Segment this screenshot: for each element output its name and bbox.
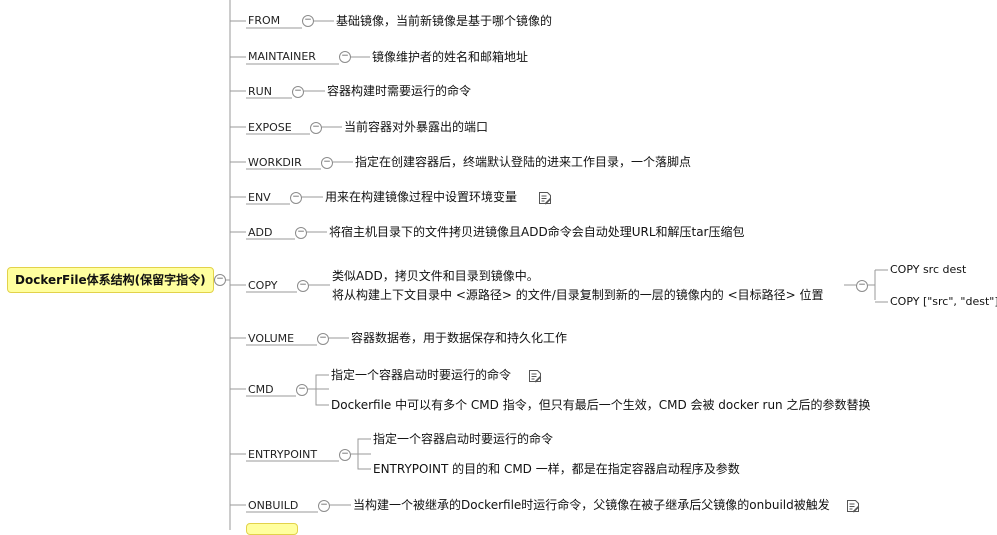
topic-run[interactable]: RUN: [248, 85, 272, 98]
topic-env[interactable]: ENV: [248, 191, 271, 204]
desc-run: 容器构建时需要运行的命令: [327, 84, 472, 98]
topic-add[interactable]: ADD: [248, 226, 273, 239]
topic-volume[interactable]: VOLUME: [248, 332, 295, 345]
collapse-toggle-icon[interactable]: −: [317, 333, 329, 345]
entrypoint-sub-link: [357, 454, 371, 470]
collapse-toggle-icon[interactable]: −: [856, 280, 868, 292]
collapse-toggle-icon[interactable]: −: [339, 51, 351, 63]
desc-cmd-2[interactable]: Dockerfile 中可以有多个 CMD 指令，但只有最后一个生效，CMD 会…: [331, 398, 871, 412]
next-topic-partial[interactable]: [246, 523, 298, 535]
desc-volume: 容器数据卷，用于数据保存和持久化工作: [351, 331, 568, 345]
topic-copy[interactable]: COPY: [248, 279, 278, 292]
note-icon[interactable]: [528, 369, 542, 383]
topic-expose[interactable]: EXPOSE: [248, 121, 292, 134]
desc-expose: 当前容器对外暴露出的端口: [344, 120, 489, 134]
desc-copy-line-2: 将从构建上下文目录中 <源路径> 的文件/目录复制到新的一层的镜像内的 <目标路…: [332, 288, 824, 302]
desc-from: 基础镜像，当前新镜像是基于哪个镜像的: [336, 14, 553, 28]
collapse-toggle-icon[interactable]: −: [302, 15, 314, 27]
topic-from[interactable]: FROM: [248, 14, 281, 27]
topic-entrypoint[interactable]: ENTRYPOINT: [248, 448, 318, 461]
root-topic[interactable]: DockerFile体系结构(保留字指令): [7, 267, 214, 293]
collapse-toggle-icon[interactable]: −: [296, 384, 308, 396]
topic-cmd[interactable]: CMD: [248, 383, 274, 396]
desc-workdir: 指定在创建容器后，终端默认登陆的进来工作目录，一个落脚点: [355, 155, 692, 169]
desc-cmd-1[interactable]: 指定一个容器启动时要运行的命令: [331, 368, 512, 382]
note-icon[interactable]: [846, 499, 860, 513]
desc-copy-line-1: 类似ADD，拷贝文件和目录到镜像中。: [332, 269, 539, 283]
desc-env: 用来在构建镜像过程中设置环境变量: [325, 190, 518, 204]
collapse-toggle-icon[interactable]: −: [318, 500, 330, 512]
collapse-toggle-icon[interactable]: −: [292, 86, 304, 98]
desc-entrypoint-2[interactable]: ENTRYPOINT 的目的和 CMD 一样，都是在指定容器启动程序及参数: [373, 462, 740, 476]
topic-onbuild[interactable]: ONBUILD: [248, 499, 299, 512]
desc-add: 将宿主机目录下的文件拷贝进镜像且ADD命令会自动处理URL和解压tar压缩包: [329, 225, 745, 239]
collapse-toggle-icon[interactable]: −: [297, 280, 309, 292]
copy-syntax-1[interactable]: COPY src dest: [890, 263, 967, 276]
copy-syntax-2[interactable]: COPY ["src", "dest"]: [890, 295, 997, 308]
desc-onbuild: 当构建一个被继承的Dockerfile时运行命令，父镜像在被子继承后父镜像的on…: [353, 498, 830, 512]
topic-workdir[interactable]: WORKDIR: [248, 156, 302, 169]
collapse-toggle-icon[interactable]: −: [295, 227, 307, 239]
collapse-toggle-icon[interactable]: −: [290, 192, 302, 204]
desc-maintainer: 镜像维护者的姓名和邮箱地址: [372, 50, 529, 64]
collapse-toggle-icon[interactable]: −: [310, 122, 322, 134]
cmd-sub-link: [308, 374, 329, 390]
cmd-sub-link: [315, 389, 329, 406]
topic-maintainer[interactable]: MAINTAINER: [248, 50, 316, 63]
root-collapse-toggle-icon[interactable]: −: [214, 274, 226, 286]
entrypoint-sub-link: [351, 438, 371, 455]
collapse-toggle-icon[interactable]: −: [339, 449, 351, 461]
note-icon[interactable]: [538, 191, 552, 205]
desc-entrypoint-1[interactable]: 指定一个容器启动时要运行的命令: [373, 432, 554, 446]
collapse-toggle-icon[interactable]: −: [321, 157, 333, 169]
